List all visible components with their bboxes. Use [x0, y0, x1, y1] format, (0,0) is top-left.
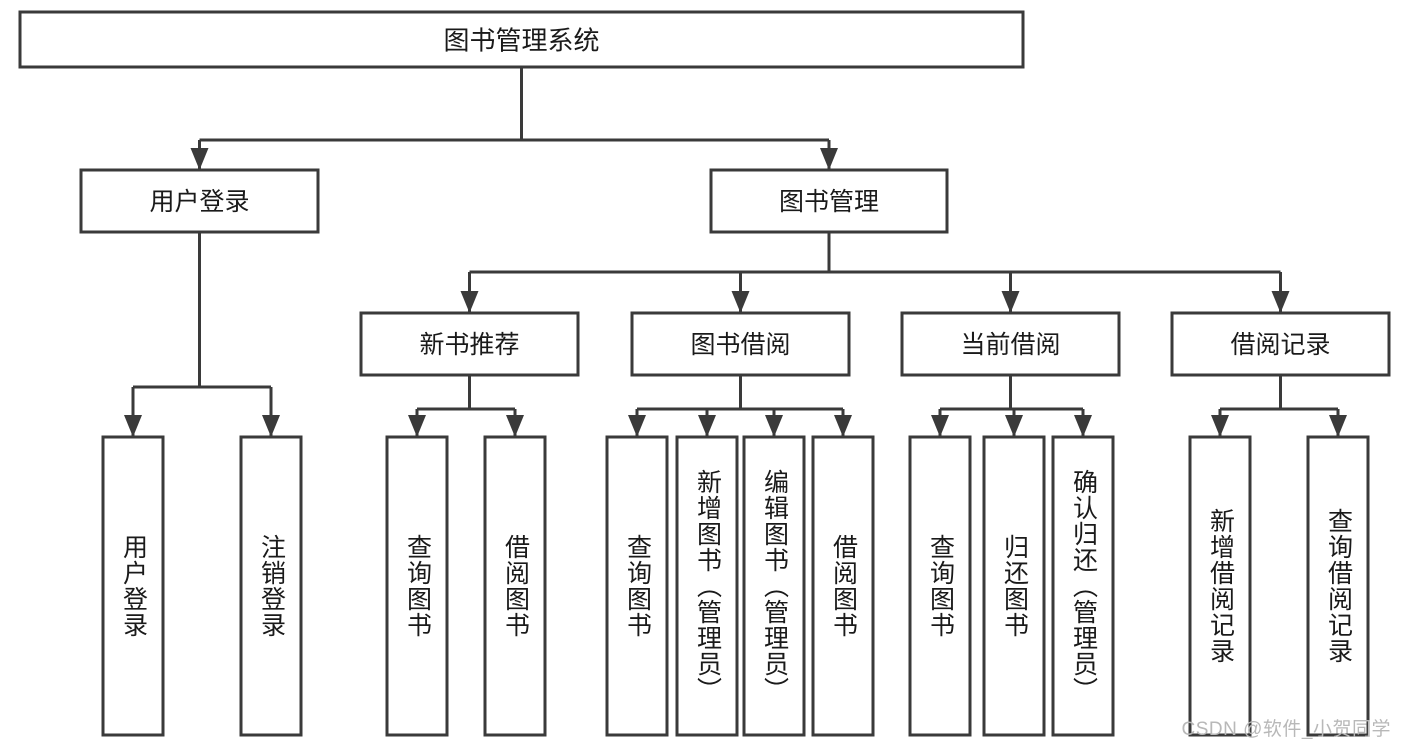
- node-box-group: [18, 10, 1391, 737]
- watermark-text: CSDN @软件_小贺同学: [1181, 719, 1391, 740]
- node-label-book-manage: 图书管理: [779, 188, 879, 216]
- book-manage-arrow-0: [460, 291, 479, 313]
- current-borrow-arrow-0: [931, 415, 949, 437]
- borrow-record-arrow-1: [1329, 415, 1347, 437]
- leaf-box-leaf-edit-book[interactable]: [742, 435, 806, 737]
- root-arrow-1: [820, 148, 838, 170]
- node-box-borrow-record[interactable]: [1170, 311, 1391, 377]
- new-book-rec-arrow-0: [408, 415, 426, 437]
- book-manage-arrow-1: [731, 291, 750, 313]
- node-label-current-borrow: 当前借阅: [960, 331, 1060, 359]
- node-box-book-manage[interactable]: [709, 168, 949, 234]
- user-login-arrow-1: [262, 415, 280, 437]
- node-label-new-book-rec: 新书推荐: [419, 331, 519, 359]
- book-borrow-arrow-2: [765, 415, 783, 437]
- node-box-book-borrow[interactable]: [630, 311, 851, 377]
- leaf-box-leaf-query-book-cur[interactable]: [908, 435, 972, 737]
- node-label-book-borrow: 图书借阅: [690, 331, 790, 359]
- user-login-arrow-0: [124, 415, 142, 437]
- current-borrow-arrow-2: [1074, 415, 1092, 437]
- node-label-borrow-record: 借阅记录: [1230, 331, 1330, 359]
- leaf-box-leaf-confirm-return[interactable]: [1051, 435, 1115, 737]
- node-box-new-book-rec[interactable]: [359, 311, 580, 377]
- leaf-box-leaf-borrow-book-rec[interactable]: [483, 435, 547, 737]
- book-borrow-arrow-1: [698, 415, 716, 437]
- leaf-box-leaf-user-logout[interactable]: [239, 435, 303, 737]
- leaf-box-leaf-add-record[interactable]: [1188, 435, 1252, 737]
- leaf-box-leaf-return-book[interactable]: [982, 435, 1046, 737]
- new-book-rec-arrow-1: [506, 415, 524, 437]
- node-label-user-login: 用户登录: [149, 188, 249, 216]
- borrow-record-arrow-0: [1211, 415, 1229, 437]
- book-borrow-arrow-0: [628, 415, 646, 437]
- node-label-root: 图书管理系统: [443, 26, 599, 56]
- node-box-user-login[interactable]: [79, 168, 320, 234]
- leaf-box-leaf-query-record[interactable]: [1306, 435, 1370, 737]
- leaf-box-leaf-query-book-borrow[interactable]: [605, 435, 669, 737]
- leaf-box-leaf-query-book-rec[interactable]: [385, 435, 449, 737]
- current-borrow-arrow-1: [1005, 415, 1023, 437]
- leaf-box-leaf-borrow-book[interactable]: [811, 435, 875, 737]
- book-manage-arrow-3: [1271, 291, 1290, 313]
- book-manage-arrow-2: [1001, 291, 1020, 313]
- leaf-box-leaf-user-login[interactable]: [101, 435, 165, 737]
- root-arrow-0: [190, 148, 209, 170]
- connector-group: [124, 67, 1347, 437]
- node-box-root[interactable]: [18, 10, 1025, 69]
- book-borrow-arrow-3: [834, 415, 852, 437]
- leaf-box-leaf-add-book[interactable]: [675, 435, 739, 737]
- node-box-current-borrow[interactable]: [900, 311, 1121, 377]
